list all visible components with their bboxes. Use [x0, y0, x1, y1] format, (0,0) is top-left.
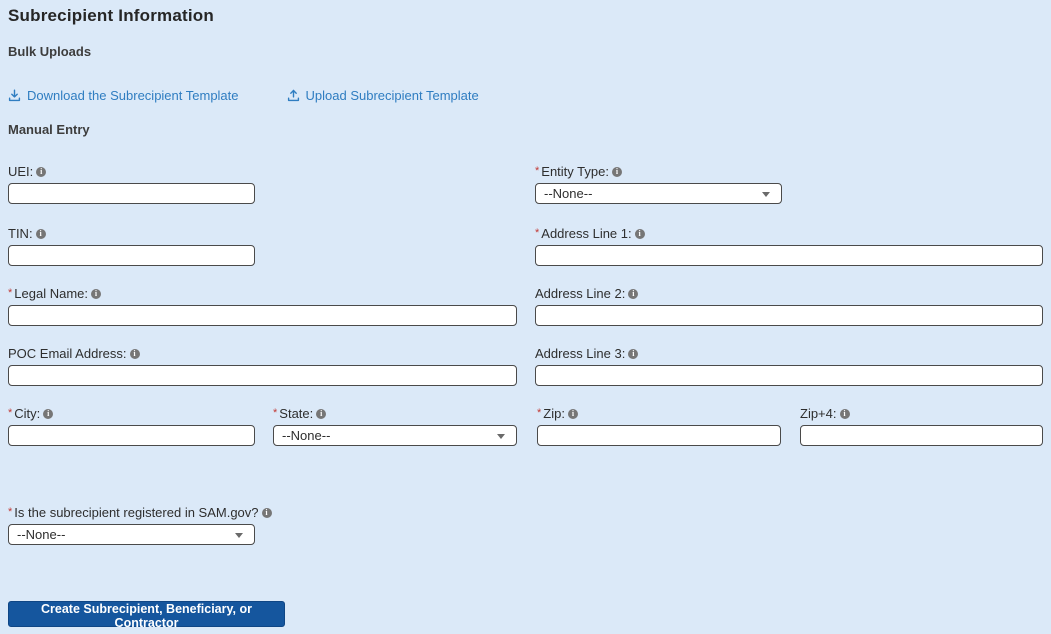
uei-label: UEI:: [8, 164, 255, 180]
tin-label-text: TIN:: [8, 226, 33, 241]
entity-type-label-text: Entity Type:: [541, 164, 609, 179]
zip4-label: Zip+4:: [800, 406, 1043, 422]
download-icon: [8, 89, 21, 102]
tin-input[interactable]: [8, 245, 255, 266]
info-icon[interactable]: [129, 349, 140, 359]
info-icon[interactable]: [35, 229, 46, 239]
city-label: * City:: [8, 406, 255, 422]
address-line-1-input[interactable]: [535, 245, 1043, 266]
state-label-text: State:: [279, 406, 314, 421]
address-line-3-input[interactable]: [535, 365, 1043, 386]
entity-type-select[interactable]: --None--: [535, 183, 782, 204]
upload-icon: [287, 89, 300, 102]
field-address-line-2: Address Line 2:: [535, 286, 1043, 326]
city-label-text: City:: [14, 406, 41, 421]
field-zip4: Zip+4:: [800, 406, 1043, 446]
field-address-line-1: * Address Line 1:: [535, 226, 1043, 266]
legal-name-label: * Legal Name:: [8, 286, 517, 302]
poc-email-input[interactable]: [8, 365, 517, 386]
address-line-1-label: * Address Line 1:: [535, 226, 1043, 242]
required-asterisk: *: [273, 407, 278, 419]
sam-registered-label: * Is the subrecipient registered in SAM.…: [8, 505, 272, 521]
required-asterisk: *: [8, 287, 13, 299]
zip-label-text: Zip:: [543, 406, 565, 421]
address-line-1-label-text: Address Line 1:: [541, 226, 632, 241]
field-legal-name: * Legal Name:: [8, 286, 517, 326]
manual-entry-heading: Manual Entry: [8, 122, 90, 137]
info-icon[interactable]: [36, 167, 47, 177]
uei-label-text: UEI:: [8, 164, 34, 179]
field-zip: * Zip:: [537, 406, 781, 446]
address-line-2-label: Address Line 2:: [535, 286, 1043, 302]
field-poc-email: POC Email Address:: [8, 346, 517, 386]
required-asterisk: *: [537, 407, 542, 419]
zip-input[interactable]: [537, 425, 781, 446]
state-select[interactable]: --None--: [273, 425, 517, 446]
field-sam-registered: * Is the subrecipient registered in SAM.…: [8, 505, 272, 545]
info-icon[interactable]: [91, 289, 101, 299]
field-tin: TIN:: [8, 226, 255, 266]
info-icon[interactable]: [628, 349, 639, 359]
zip4-input[interactable]: [800, 425, 1043, 446]
info-icon[interactable]: [43, 409, 54, 419]
address-line-3-label: Address Line 3:: [535, 346, 1043, 362]
info-icon[interactable]: [316, 409, 327, 419]
download-template-link[interactable]: Download the Subrecipient Template: [8, 88, 239, 103]
required-asterisk: *: [535, 227, 540, 239]
legal-name-input[interactable]: [8, 305, 517, 326]
address-line-3-label-text: Address Line 3:: [535, 346, 626, 361]
city-input[interactable]: [8, 425, 255, 446]
page-title: Subrecipient Information: [8, 6, 214, 25]
zip4-label-text: Zip+4:: [800, 406, 837, 421]
tin-label: TIN:: [8, 226, 255, 242]
address-line-2-input[interactable]: [535, 305, 1043, 326]
state-label: * State:: [273, 406, 517, 422]
required-asterisk: *: [8, 506, 13, 518]
required-asterisk: *: [8, 407, 13, 419]
upload-template-link[interactable]: Upload Subrecipient Template: [287, 88, 479, 103]
uei-input[interactable]: [8, 183, 255, 204]
bulk-upload-links: Download the Subrecipient Template Uploa…: [8, 88, 479, 103]
upload-link-label: Upload Subrecipient Template: [305, 88, 479, 103]
create-subrecipient-button[interactable]: Create Subrecipient, Beneficiary, or Con…: [8, 601, 285, 630]
zip-label: * Zip:: [537, 406, 781, 422]
bulk-uploads-heading: Bulk Uploads: [8, 44, 92, 59]
sam-registered-select[interactable]: --None--: [8, 524, 255, 545]
field-city: * City:: [8, 406, 255, 446]
poc-email-label-text: POC Email Address:: [8, 346, 127, 361]
download-link-label: Download the Subrecipient Template: [27, 88, 239, 103]
field-address-line-3: Address Line 3:: [535, 346, 1043, 386]
info-icon[interactable]: [567, 409, 578, 419]
legal-name-label-text: Legal Name:: [14, 286, 88, 301]
info-icon[interactable]: [628, 289, 639, 299]
info-icon[interactable]: [634, 229, 645, 239]
info-icon[interactable]: [839, 409, 850, 419]
required-asterisk: *: [535, 165, 540, 177]
field-entity-type: * Entity Type: --None--: [535, 164, 782, 204]
sam-registered-label-text: Is the subrecipient registered in SAM.go…: [14, 505, 259, 520]
address-line-2-label-text: Address Line 2:: [535, 286, 626, 301]
field-state: * State: --None--: [273, 406, 517, 446]
info-icon[interactable]: [261, 508, 272, 518]
entity-type-label: * Entity Type:: [535, 164, 782, 180]
poc-email-label: POC Email Address:: [8, 346, 517, 362]
field-uei: UEI:: [8, 164, 255, 204]
info-icon[interactable]: [611, 167, 622, 177]
